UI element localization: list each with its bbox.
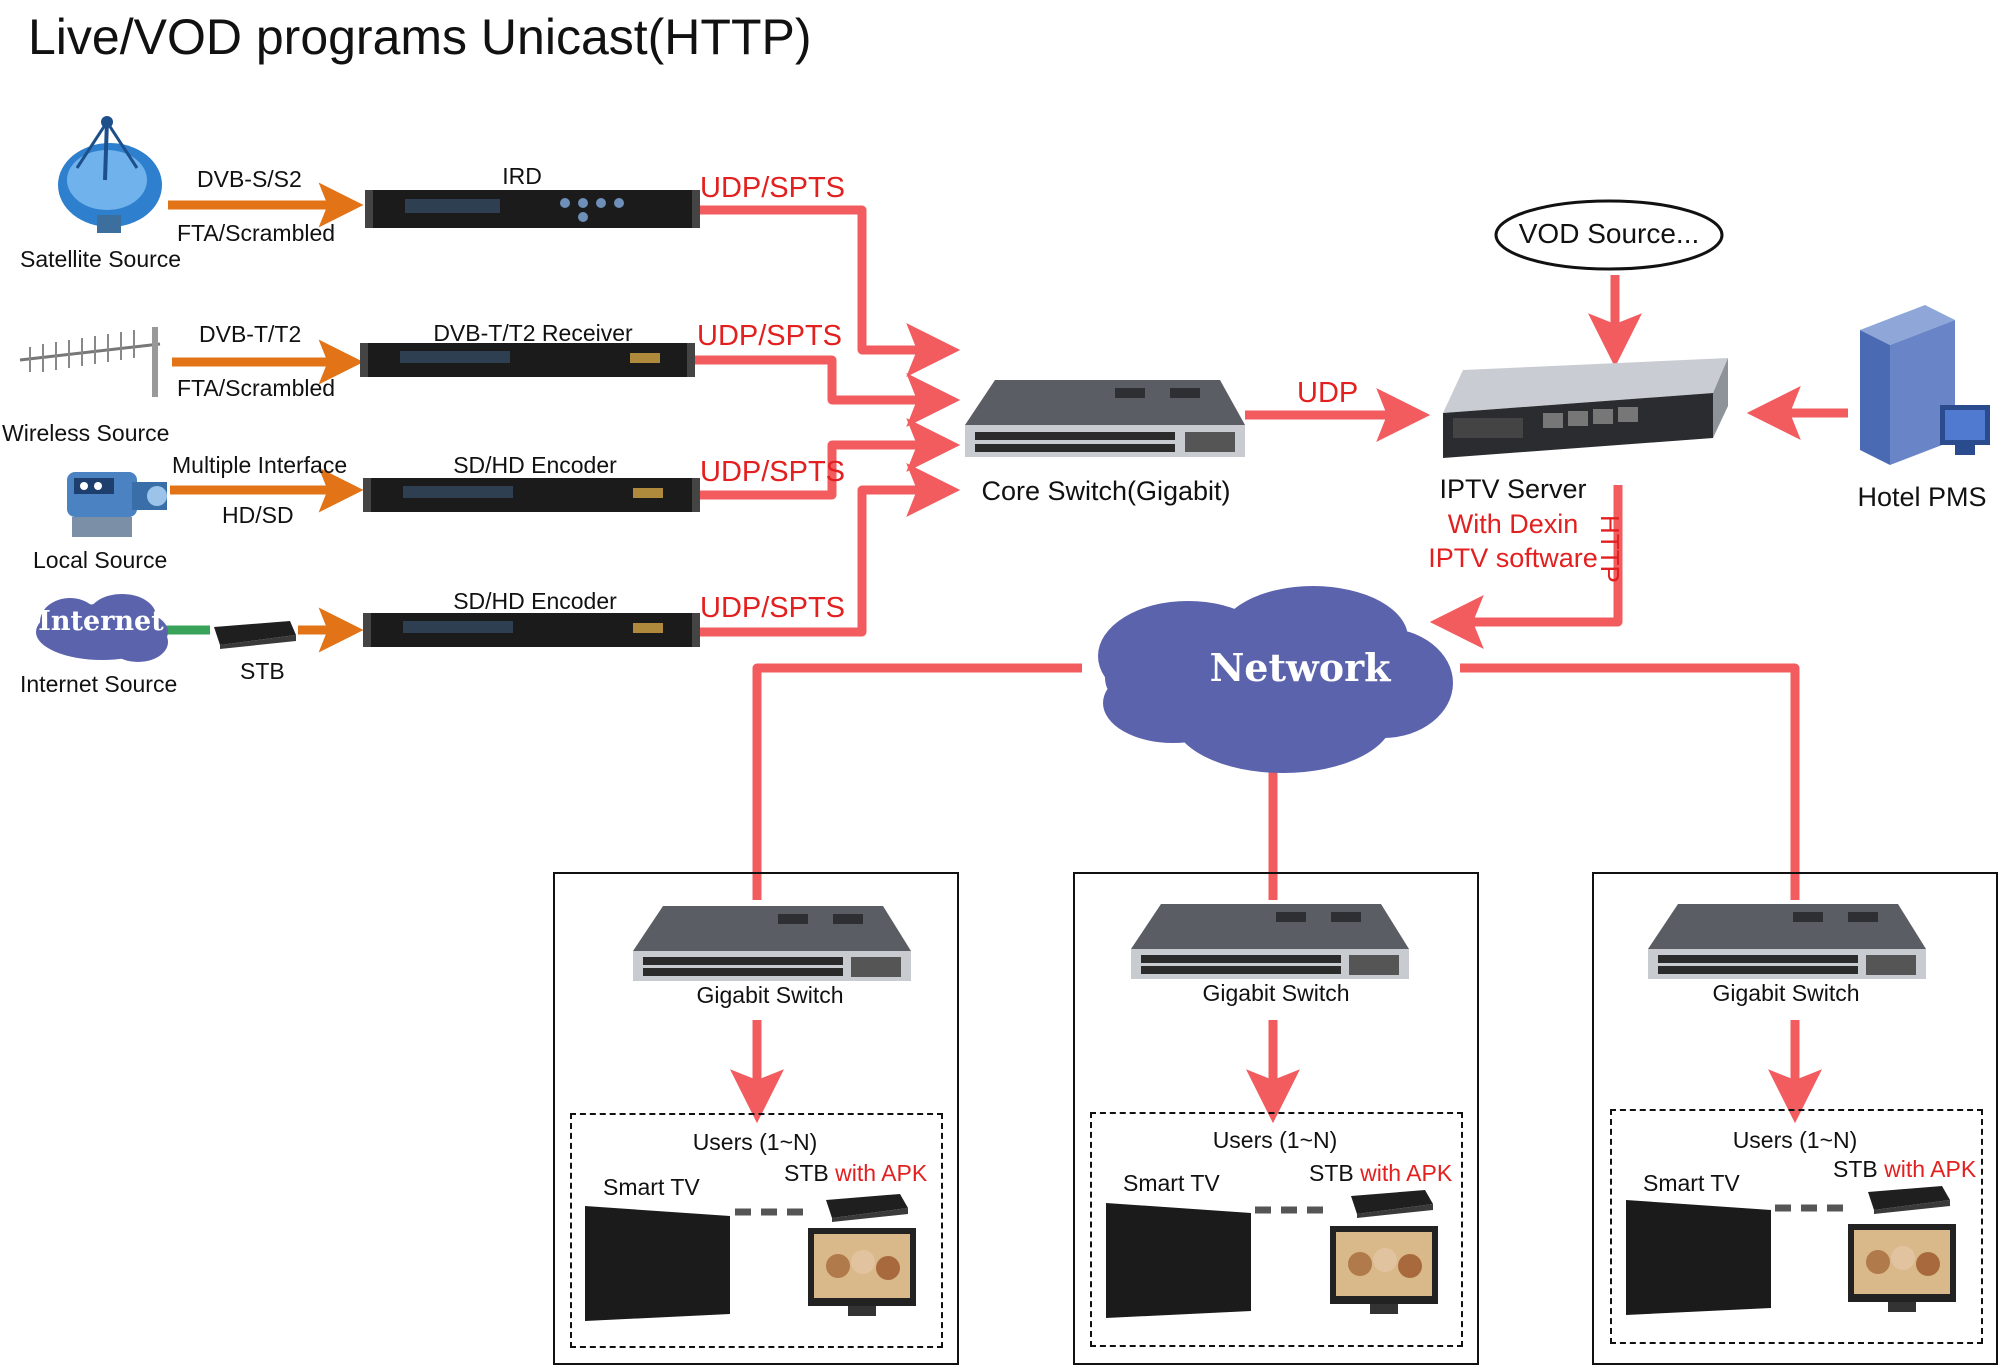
stb-icon (1351, 1190, 1433, 1218)
network-switch-icon (633, 906, 911, 981)
tv-icon (1106, 1203, 1251, 1318)
stb-label-1: STB with APK (784, 1160, 928, 1186)
network-switch-icon (1648, 904, 1926, 979)
gigabit-switch-label-2: Gigabit Switch (1202, 980, 1350, 1006)
satellite-source-label: Satellite Source (20, 246, 182, 272)
user-device-dashes (735, 1204, 1845, 1216)
pc-tower-icon (1860, 305, 1990, 465)
satellite-bottom-label: FTA/Scrambled (177, 220, 336, 246)
udp-spts-lines (695, 205, 1848, 1124)
vod-source-label: VOD Source... (1518, 218, 1700, 249)
ird-label: IRD (502, 163, 542, 189)
stb-label-2: STB with APK (1309, 1160, 1453, 1186)
udp-spts-label-4: UDP/SPTS (700, 592, 846, 624)
stb-icon (1868, 1186, 1950, 1214)
vod-source-ellipse (1494, 199, 1724, 271)
internet-cloud-icon (36, 594, 168, 662)
wire-encoder2-core (700, 463, 961, 637)
iptv-server-line1: With Dexin (1447, 509, 1579, 539)
udp-spts-label-1: UDP/SPTS (700, 172, 846, 204)
internet-source-label: Internet Source (20, 671, 178, 697)
iptv-server-line2: IPTV software (1428, 543, 1598, 573)
feed-arrows (168, 182, 364, 653)
camera-icon (67, 472, 167, 537)
tv-icon (1848, 1224, 1956, 1312)
wire-network-branch1 (752, 663, 1082, 900)
users-box-2 (1090, 1112, 1463, 1347)
branch-panel-3 (1592, 872, 1998, 1365)
udp-spts-label-2: UDP/SPTS (697, 320, 843, 352)
antenna-icon (19, 327, 161, 397)
rack-device-icon (363, 613, 700, 647)
local-top-label: Multiple Interface (172, 452, 348, 478)
wire-server-network (1429, 485, 1623, 649)
users-label-3: Users (1~N) (1732, 1127, 1858, 1153)
stb-icon (214, 621, 296, 649)
users-box-3 (1610, 1109, 1983, 1344)
wire-encoder1-core (700, 418, 961, 500)
server-icon (1443, 358, 1728, 458)
wireless-top-label: DVB-T/T2 (199, 321, 302, 347)
tv-icon (1330, 1226, 1438, 1314)
stb-label-3: STB with APK (1833, 1156, 1977, 1182)
local-source-label: Local Source (33, 547, 168, 573)
iptv-server-label: IPTV Server (1439, 474, 1587, 504)
smart-tv-label-1: Smart TV (603, 1174, 700, 1200)
tv-icon (808, 1228, 916, 1316)
local-bottom-label: HD/SD (222, 502, 294, 528)
smart-tv-label-3: Smart TV (1643, 1170, 1740, 1196)
wireless-bottom-label: FTA/Scrambled (177, 375, 336, 401)
dvbt-receiver-label: DVB-T/T2 Receiver (433, 320, 633, 346)
udp-label: UDP (1297, 377, 1359, 409)
rack-device-icon (363, 478, 700, 512)
wireless-source-label: Wireless Source (2, 420, 170, 446)
network-cloud-icon (1098, 586, 1453, 773)
users-label-2: Users (1~N) (1212, 1127, 1338, 1153)
internet-cloud-label: Internet (38, 606, 164, 637)
internet-stb-label: STB (240, 658, 285, 684)
branch-panel-1 (553, 872, 959, 1365)
gigabit-switch-label-1: Gigabit Switch (696, 982, 844, 1008)
wire-dvbt-core (695, 355, 961, 427)
network-label: Network (1209, 645, 1391, 690)
encoder2-label: SD/HD Encoder (453, 588, 617, 614)
network-switch-icon (965, 380, 1245, 457)
network-switch-icon (1131, 904, 1409, 979)
hotel-pms-label: Hotel PMS (1857, 482, 1987, 512)
tv-icon (1626, 1200, 1771, 1315)
branch-panel-2 (1073, 872, 1479, 1365)
core-switch-label: Core Switch(Gigabit) (981, 476, 1231, 506)
users-label-1: Users (1~N) (692, 1129, 818, 1155)
udp-spts-label-3: UDP/SPTS (700, 456, 846, 488)
satellite-top-label: DVB-S/S2 (197, 166, 302, 192)
users-box-1 (570, 1113, 943, 1348)
tv-icon (585, 1206, 730, 1321)
rack-device-icon (360, 343, 695, 377)
smart-tv-label-2: Smart TV (1123, 1170, 1220, 1196)
page-title: Live/VOD programs Unicast(HTTP) (28, 9, 812, 65)
http-label: HTTP (1595, 515, 1625, 583)
encoder1-label: SD/HD Encoder (453, 452, 617, 478)
rack-device-icon (365, 190, 700, 228)
stb-icon (826, 1194, 908, 1222)
gigabit-switch-label-3: Gigabit Switch (1712, 980, 1860, 1006)
wire-ird-core (700, 205, 961, 377)
satellite-dish-icon (58, 116, 162, 233)
wire-network-branch3 (1460, 663, 1800, 900)
